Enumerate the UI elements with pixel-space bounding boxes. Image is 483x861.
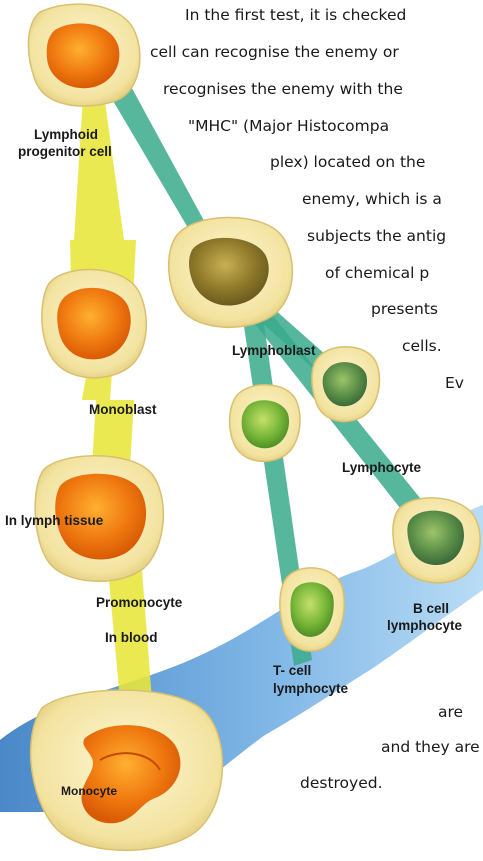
paragraph-line-13: and they are: [381, 738, 480, 756]
paragraph-line-9: presents: [371, 300, 438, 318]
paragraph-line-3: recognises the enemy with the: [163, 80, 403, 98]
label-b-cell-lymphocyte: lymphocyte: [387, 617, 462, 634]
paragraph-line-6: enemy, which is a: [302, 190, 442, 208]
label-progenitor-cell: progenitor cell: [18, 143, 112, 160]
paragraph-line-12: are: [438, 703, 463, 721]
paragraph-line-2: cell can recognise the enemy or: [150, 43, 399, 61]
label-lymphoid: Lymphoid: [34, 126, 98, 143]
paragraph-line-1: In the first test, it is checked: [185, 6, 406, 24]
paragraph-line-11: Ev: [445, 374, 464, 392]
paragraph-line-10: cells.: [402, 337, 442, 355]
paragraph-line-14: destroyed.: [300, 774, 383, 792]
paragraph-line-8: of chemical p: [325, 264, 429, 282]
label-in-lymph-tissue: In lymph tissue: [5, 512, 103, 529]
label-lymphocyte: Lymphocyte: [342, 459, 421, 476]
label-b-cell: B cell: [413, 600, 449, 617]
label-monoblast: Monoblast: [89, 401, 157, 418]
label-t-cell-lymphocyte: lymphocyte: [273, 680, 348, 697]
label-monocyte: Monocyte: [61, 783, 117, 800]
label-in-blood: In blood: [105, 629, 157, 646]
label-t-cell: T- cell: [273, 662, 311, 679]
label-lymphoblast: Lymphoblast: [232, 342, 316, 359]
paragraph-line-7: subjects the antig: [307, 227, 446, 245]
label-promonocyte: Promonocyte: [96, 594, 182, 611]
paragraph-line-4: "MHC" (Major Histocompa: [188, 117, 389, 135]
paragraph-line-5: plex) located on the: [270, 153, 425, 171]
